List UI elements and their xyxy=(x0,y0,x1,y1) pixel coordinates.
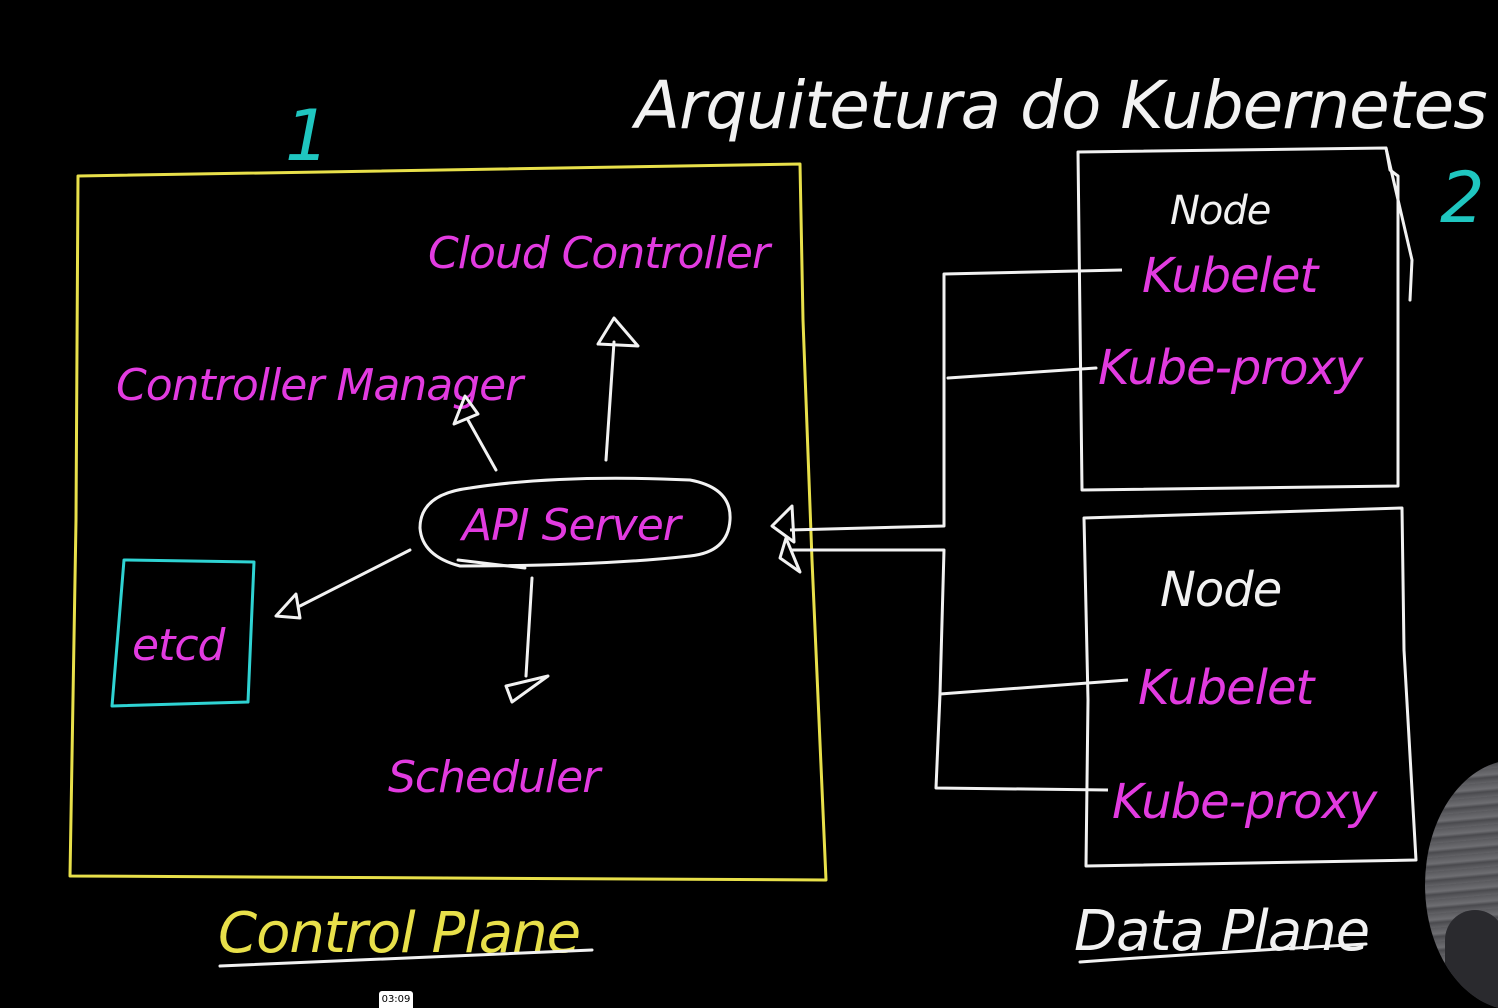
api-server-oval xyxy=(418,476,732,568)
arrowhead-etcd xyxy=(274,592,302,620)
data-plane-underline xyxy=(1078,942,1368,964)
node1-box-flourish xyxy=(1384,146,1414,302)
node2-title: Node xyxy=(1160,562,1281,618)
arrowhead-control-plane-out xyxy=(778,536,802,574)
node2-proxy-connector xyxy=(934,693,1109,792)
data-plane-number: 2 xyxy=(1440,157,1484,239)
arrowhead-controller-manager xyxy=(452,394,480,426)
node2-connector xyxy=(790,548,1129,696)
diagram-title: Arquitetura do Kubernetes xyxy=(631,67,1487,144)
etcd-label: etcd xyxy=(132,620,227,671)
arrowhead-control-plane-in xyxy=(770,504,796,544)
node1-connector xyxy=(789,268,1123,532)
arrowhead-scheduler xyxy=(504,674,550,704)
video-timestamp: 03:09 xyxy=(379,991,413,1008)
api-server-label: API Server xyxy=(459,500,684,551)
node1-kube-proxy: Kube-proxy xyxy=(1098,340,1364,396)
api-server-oval-stroke xyxy=(456,558,527,570)
arrow-to-controller-manager xyxy=(466,418,498,472)
control-plane-label: Control Plane xyxy=(218,901,580,966)
node1-title: Node xyxy=(1170,188,1270,234)
scheduler-label: Scheduler xyxy=(388,752,603,803)
etcd-box xyxy=(110,558,256,708)
controller-manager-label: Controller Manager xyxy=(116,360,526,411)
node1-proxy-connector xyxy=(946,366,1098,380)
node1-kubelet: Kubelet xyxy=(1142,248,1320,304)
node2-kubelet: Kubelet xyxy=(1138,660,1316,716)
arrow-to-scheduler xyxy=(524,576,534,678)
control-plane-box xyxy=(68,162,828,882)
arrow-to-cloud-controller xyxy=(604,340,616,462)
control-plane-number: 1 xyxy=(285,95,329,177)
cloud-controller-label: Cloud Controller xyxy=(428,228,773,279)
arrow-to-etcd xyxy=(298,548,412,608)
data-plane-label: Data Plane xyxy=(1074,899,1369,964)
arrowhead-cloud-controller xyxy=(596,316,640,348)
webcam-presenter-silhouette xyxy=(1445,910,1498,1008)
control-plane-underline xyxy=(218,948,594,968)
node2-kube-proxy: Kube-proxy xyxy=(1112,774,1378,830)
node2-box xyxy=(1082,506,1418,868)
